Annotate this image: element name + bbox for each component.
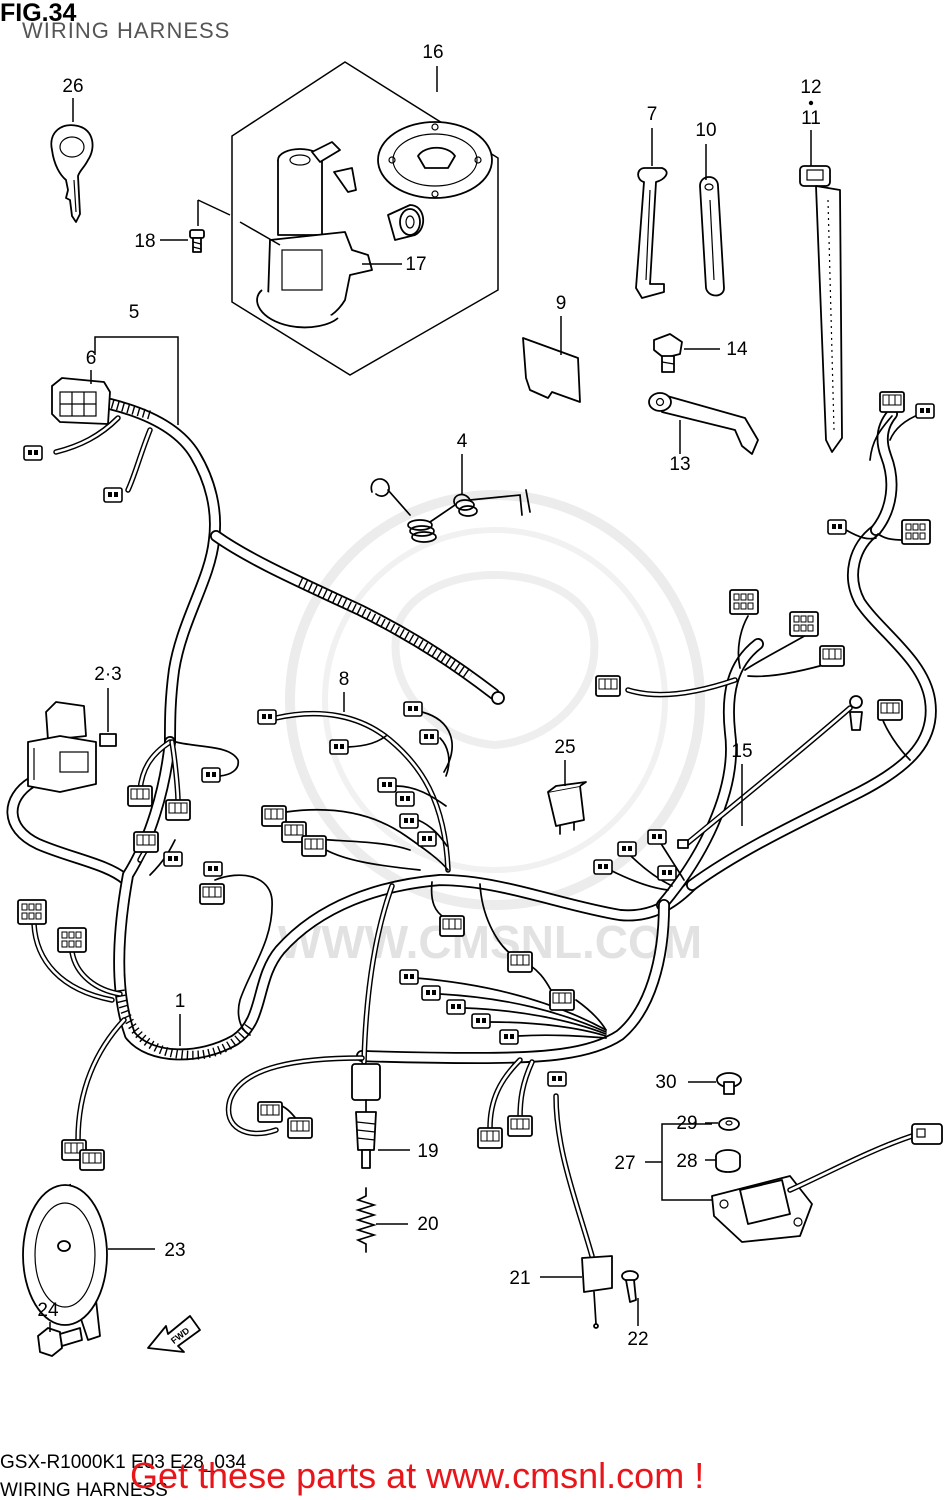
callout-20: 20 [417, 1214, 438, 1235]
callout-13: 13 [669, 454, 690, 475]
callout-23: 23 [164, 1240, 185, 1261]
springs-4 [370, 478, 531, 543]
bolt-14 [653, 333, 683, 373]
footer-title: WIRING HARNESS [0, 1480, 168, 1500]
spring-20 [355, 1187, 377, 1253]
connector-6 [51, 377, 111, 425]
connectors [17, 377, 935, 1171]
callout-labels: 16 26 12 11 7 10 18 17 5 6 9 14 13 4 2·3… [37, 42, 821, 1350]
relay-block-2-3 [27, 701, 117, 793]
callout-14: 14 [726, 339, 748, 360]
ground-wire-15 [677, 695, 863, 849]
sensor-27 [661, 1123, 943, 1243]
callout-27: 27 [614, 1153, 635, 1174]
model-code: GSX-R1000K1 E03 E28_034 [0, 1452, 247, 1473]
callout-8: 8 [339, 669, 350, 690]
callout-7: 7 [647, 104, 658, 125]
callout-2-3: 2·3 [94, 664, 121, 685]
wiring-harness-1 [12, 404, 930, 1143]
callout-17: 17 [405, 254, 426, 275]
callout-25: 25 [554, 737, 575, 758]
callout-28: 28 [676, 1151, 697, 1172]
bracket-7 [635, 167, 668, 299]
ignition-key [50, 124, 94, 223]
figure-number: FIG.34 [0, 0, 77, 27]
callout-26: 26 [62, 76, 83, 97]
forward-direction-arrow: FWD [147, 1315, 201, 1353]
relay-25 [547, 781, 587, 835]
figure-title: WIRING HARNESS [22, 18, 230, 43]
callout-5: 5 [129, 302, 140, 323]
callout-18: 18 [134, 231, 155, 252]
callout-24: 24 [37, 1300, 59, 1321]
plate-9 [522, 337, 581, 403]
bolt-24 [37, 1327, 83, 1357]
promo-text: Get these parts at www.cmsnl.com ! [130, 1455, 704, 1496]
horn-23 [22, 1183, 108, 1341]
callout-29: 29 [676, 1113, 697, 1134]
callout-12: 12 [800, 77, 821, 98]
leader-lines [49, 66, 812, 1332]
watermark-logo: WWW.CMSNL.COM [278, 490, 705, 968]
callout-11: 11 [801, 108, 821, 129]
callout-6: 6 [86, 348, 97, 369]
callout-30: 30 [655, 1072, 676, 1093]
screw-22 [621, 1270, 639, 1303]
switch-19 [351, 1063, 381, 1169]
callout-15: 15 [731, 741, 752, 762]
cable-tie [799, 100, 843, 453]
bracket-10 [699, 176, 725, 297]
ignition-switch-set [231, 61, 499, 376]
washer-29 [718, 1117, 740, 1131]
callout-21: 21 [509, 1268, 530, 1289]
callout-10: 10 [695, 120, 716, 141]
callout-1: 1 [175, 991, 186, 1012]
switch-21 [553, 1093, 613, 1329]
callout-4: 4 [457, 431, 468, 452]
bolt-30 [716, 1072, 742, 1095]
callout-9: 9 [556, 293, 567, 314]
callout-16: 16 [422, 42, 443, 63]
ground-lead-13 [648, 392, 759, 455]
grommet-28 [715, 1149, 741, 1173]
screw-18 [189, 199, 231, 253]
callout-19: 19 [417, 1141, 438, 1162]
callout-22: 22 [627, 1329, 648, 1350]
